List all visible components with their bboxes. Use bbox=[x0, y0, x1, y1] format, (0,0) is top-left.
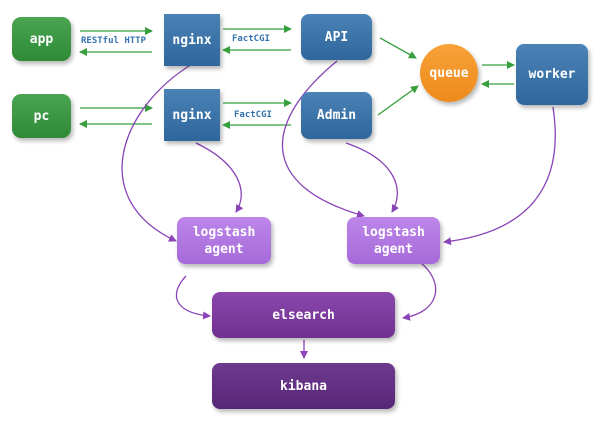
kibana-node: kibana bbox=[212, 363, 395, 409]
app-node: app bbox=[12, 17, 71, 61]
edge-label-factcgi-bottom: FactCGI bbox=[232, 110, 274, 121]
logstash-agent-left-node: logstash agent bbox=[177, 217, 271, 264]
arrow-admin-to-logstash bbox=[345, 142, 400, 213]
arrow-nginx-top-to-logstash bbox=[121, 63, 193, 242]
nginx-top-node: nginx bbox=[164, 14, 220, 66]
api-node: API bbox=[301, 14, 372, 60]
arrow-admin-to-queue bbox=[377, 85, 419, 116]
arrow-logstash-right-to-elsearch bbox=[402, 262, 437, 321]
worker-node: worker bbox=[516, 44, 588, 105]
queue-node: queue bbox=[420, 44, 478, 102]
edge-label-restful-http: RESTful HTTP bbox=[79, 36, 149, 47]
logstash-agent-right-node: logstash agent bbox=[347, 217, 440, 264]
pc-node: pc bbox=[12, 94, 71, 138]
elsearch-node: elsearch bbox=[212, 292, 395, 338]
arrow-api-to-queue bbox=[379, 37, 417, 59]
admin-node: Admin bbox=[301, 92, 372, 139]
edge-label-factcgi-top: FactCGI bbox=[230, 34, 272, 45]
arrow-worker-to-logstash bbox=[443, 106, 556, 246]
nginx-bottom-node: nginx bbox=[164, 89, 220, 141]
arrow-nginx-bottom-to-logstash bbox=[195, 142, 244, 213]
arrow-api-to-logstash bbox=[281, 60, 365, 218]
arrow-logstash-left-to-elsearch bbox=[175, 275, 211, 320]
